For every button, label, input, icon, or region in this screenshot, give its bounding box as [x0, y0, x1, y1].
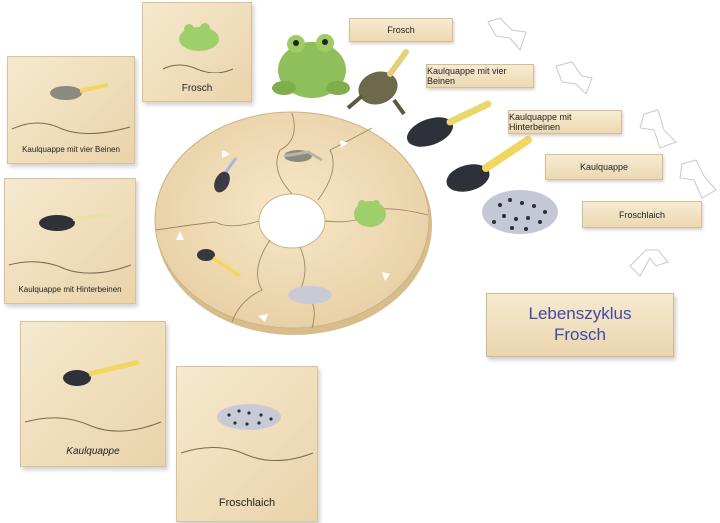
card-four-leg-tadpole-image	[11, 83, 131, 135]
card-frosch[interactable]: Frosch	[142, 2, 252, 102]
disc-hindleg-tadpole-image	[214, 157, 238, 193]
card-kaulquappe-hinterbeinen-caption: Kaulquappe mit Hinterbeinen	[18, 285, 122, 294]
arrow-piece-icon	[679, 159, 717, 199]
label-froschlaich[interactable]: Froschlaich	[582, 201, 702, 228]
card-froschlaich-caption: Froschlaich	[218, 497, 276, 509]
label-kaulquappe-hinterbeinen[interactable]: Kaulquappe mit Hinterbeinen	[508, 110, 622, 134]
frog-figurine	[272, 34, 350, 98]
disc-arrow-icon	[176, 231, 184, 240]
card-hindleg-tadpole-image	[8, 213, 132, 274]
label-frosch[interactable]: Frosch	[349, 18, 453, 42]
card-frosch-caption: Frosch	[181, 83, 213, 94]
disc-frog-image	[354, 200, 386, 227]
disc-arrow-icon	[340, 140, 348, 148]
arrow-piece-icon	[629, 249, 669, 277]
disc-arrow-icon	[222, 150, 230, 158]
label-kaulquappe-vier-beinen[interactable]: Kaulquappe mit vier Beinen	[426, 64, 534, 88]
card-spawn-image	[180, 404, 314, 462]
four-leg-tadpole-figurine	[346, 49, 409, 116]
disc-four-leg-tadpole-image	[283, 150, 323, 162]
title-card-lebenszyklus-frosch[interactable]: Lebenszyklus Frosch	[486, 293, 674, 357]
card-kaulquappe-vier-beinen[interactable]: Kaulquappe mit vier Beinen	[7, 56, 135, 164]
card-froschlaich[interactable]: Froschlaich	[176, 366, 318, 522]
disc-arrow-icon	[382, 272, 390, 281]
title-line-1: Lebenszyklus	[528, 304, 632, 323]
disc-spawn-image	[288, 286, 332, 304]
title-line-2: Frosch	[554, 325, 606, 344]
card-kaulquappe-vier-beinen-caption: Kaulquappe mit vier Beinen	[22, 145, 120, 154]
hindleg-tadpole-figurine	[407, 100, 492, 147]
arrow-piece-icon	[639, 109, 677, 149]
card-kaulquappe[interactable]: Kaulquappe	[20, 321, 166, 467]
card-frog-image	[162, 23, 234, 73]
card-kaulquappe-caption: Kaulquappe	[66, 446, 120, 457]
card-kaulquappe-hinterbeinen[interactable]: Kaulquappe mit Hinterbeinen	[4, 178, 136, 304]
arrow-piece-icon	[555, 61, 593, 95]
arrow-piece-icon	[487, 17, 527, 52]
tadpole-figurine	[446, 136, 532, 192]
life-cycle-disc	[154, 111, 432, 335]
disc-tadpole-image	[197, 249, 242, 278]
frogspawn-figurine	[482, 190, 558, 234]
card-tadpole-image	[24, 359, 162, 432]
label-kaulquappe[interactable]: Kaulquappe	[545, 154, 663, 180]
disc-arrow-icon	[258, 314, 268, 322]
